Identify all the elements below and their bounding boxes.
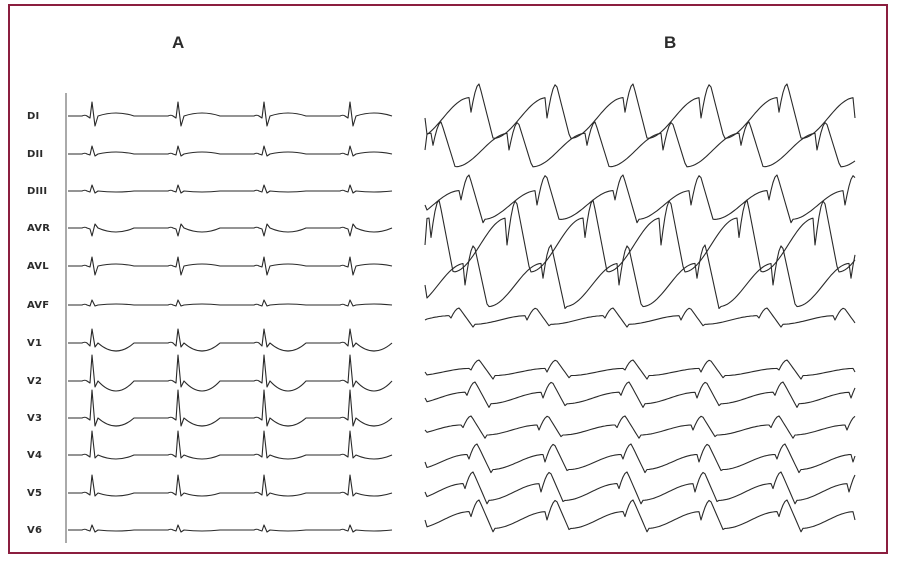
ecg-trace-a-avr: [68, 223, 393, 237]
lead-label-v1: V1: [27, 338, 43, 349]
lead-label-diii: DIII: [27, 186, 48, 197]
figure-frame: [8, 4, 888, 554]
lead-label-avl: AVL: [27, 261, 49, 272]
ecg-trace-a-di: [68, 101, 393, 127]
lead-label-v2: V2: [27, 376, 43, 387]
ecg-trace-a-v1: [68, 328, 393, 352]
ecg-trace-b-10: [424, 443, 856, 474]
ecg-trace-b-12: [424, 499, 856, 533]
ecg-trace-a-dii: [68, 145, 393, 157]
ecg-trace-b-7: [424, 359, 856, 380]
panel-a-title: A: [172, 33, 185, 52]
lead-label-v5: V5: [27, 488, 43, 499]
ecg-trace-b-2: [424, 121, 856, 168]
lead-label-v6: V6: [27, 525, 43, 536]
ecg-trace-a-v6: [68, 524, 393, 533]
ecg-trace-b-4: [424, 199, 856, 273]
ecg-trace-b-8: [424, 381, 856, 408]
ecg-trace-a-avf: [68, 299, 393, 307]
panel-b-title: B: [664, 33, 677, 52]
ecg-trace-b-9: [424, 415, 856, 439]
ecg-trace-b-6: [424, 307, 856, 328]
lead-label-avr: AVR: [27, 223, 51, 234]
ecg-trace-a-avl: [68, 256, 393, 276]
ecg-trace-b-1: [424, 83, 856, 139]
ecg-trace-a-v2: [68, 354, 393, 392]
ecg-trace-a-v5: [68, 474, 393, 497]
panel-b-traces: [424, 83, 856, 533]
ecg-trace-a-v3: [68, 389, 393, 427]
ecg-trace-b-11: [424, 471, 856, 505]
ecg-trace-a-diii: [68, 184, 393, 194]
lead-label-avf: AVF: [27, 300, 50, 311]
ecg-trace-a-v4: [68, 430, 393, 460]
lead-label-v3: V3: [27, 413, 43, 424]
lead-label-dii: DII: [27, 149, 44, 160]
lead-label-di: DI: [27, 111, 40, 122]
lead-label-v4: V4: [27, 450, 43, 461]
ecg-trace-b-3: [424, 174, 856, 224]
ecg-trace-b-5: [424, 244, 856, 310]
panel-a-traces: [68, 101, 393, 533]
